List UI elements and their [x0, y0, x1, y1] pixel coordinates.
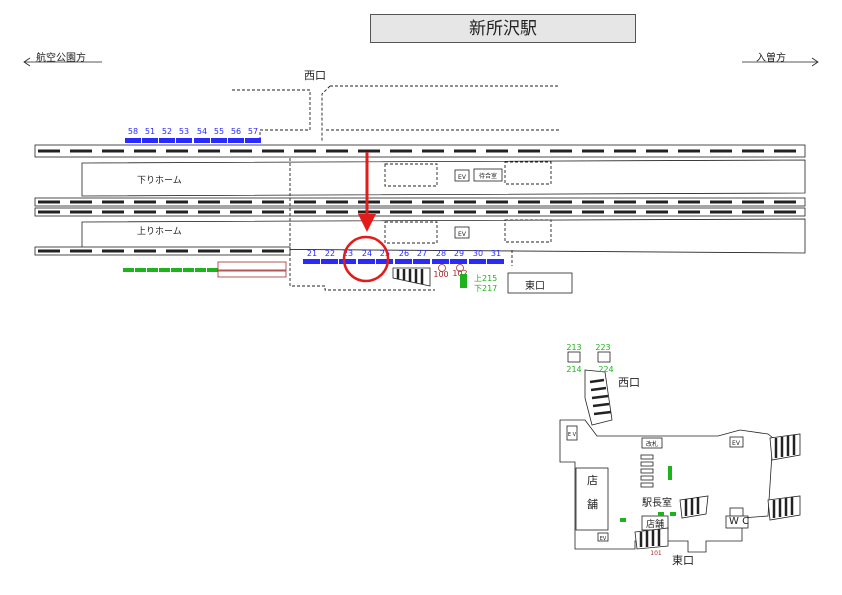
- concourse-west-exit-label: 西口: [618, 376, 640, 389]
- concourse-wc-label: W C: [729, 516, 750, 527]
- rails: [34, 144, 806, 256]
- concourse-stairs: [584, 369, 801, 550]
- waiting-room-label: 待合室: [479, 172, 497, 180]
- direction-left-label: 航空公園方: [36, 53, 86, 64]
- concourse-ev-right: EV: [732, 440, 741, 447]
- up-platform-label: 上りホーム: [137, 226, 182, 237]
- concourse-ev-bottom: EV: [600, 536, 607, 542]
- platform-stairs: [392, 267, 431, 287]
- concourse-exit-boxes: [567, 351, 611, 363]
- car-stop-27: 27: [417, 249, 427, 258]
- ev-up-label: EV: [458, 231, 467, 238]
- concourse-shop-label: 店舗: [646, 520, 665, 530]
- direction-right-label: 入曽方: [756, 53, 786, 64]
- car-stop-31: 31: [491, 249, 501, 258]
- car-stops-east: 21 22 23 24 25 26 27 28 29 30 31: [303, 249, 504, 264]
- concourse-ticket-area: 改札: [646, 440, 658, 448]
- car-stop-53: 53: [179, 127, 189, 136]
- west-exit-paths: [232, 85, 560, 142]
- concourse-101: 101: [650, 550, 662, 557]
- car-stop-22: 22: [325, 249, 335, 258]
- marker-down-217: 下217: [474, 284, 497, 293]
- down-platform-label: 下りホーム: [137, 175, 182, 186]
- concourse-plan: [559, 419, 774, 553]
- car-stop-51: 51: [145, 127, 155, 136]
- platform-facilities: [289, 158, 552, 291]
- brown-markers-platform: [217, 261, 287, 278]
- platform-markers: 100 102 上215 下217: [433, 264, 497, 293]
- car-stop-24: 24: [362, 249, 372, 258]
- exit-223: 223: [595, 343, 610, 352]
- car-stop-28: 28: [436, 249, 446, 258]
- car-stops-west: 58 51 52 53 54 55 56 57: [125, 127, 261, 143]
- car-stop-52: 52: [162, 127, 172, 136]
- concourse-green: [620, 466, 676, 522]
- car-stop-54: 54: [197, 127, 207, 136]
- direction-arrows: [23, 57, 819, 67]
- car-stop-21: 21: [307, 249, 317, 258]
- car-stop-26: 26: [399, 249, 409, 258]
- west-exit-label: 西口: [304, 69, 326, 82]
- marker-up-215: 上215: [474, 274, 497, 283]
- exit-214: 214: [566, 365, 581, 374]
- car-stop-29: 29: [454, 249, 464, 258]
- marker-100: 100: [433, 270, 448, 279]
- exit-213: 213: [566, 343, 581, 352]
- car-stop-57: 57: [248, 127, 258, 136]
- east-exit-label: 東口: [525, 281, 545, 292]
- car-stop-23: 23: [343, 249, 353, 258]
- concourse-ev-west: E V: [568, 432, 577, 438]
- car-stop-56: 56: [231, 127, 241, 136]
- car-stop-30: 30: [473, 249, 483, 258]
- station-title: 新所沢駅: [370, 14, 636, 43]
- marker-102: 102: [452, 269, 467, 278]
- ev-down-label: EV: [458, 174, 467, 181]
- concourse-east-exit-label: 東口: [672, 554, 694, 567]
- concourse-labels: 213 223 214 224 E V 改札 EV EV 101: [566, 343, 740, 557]
- concourse-shop-vertical-1: 店: [587, 474, 598, 487]
- concourse-stationmaster-label: 駅長室: [642, 498, 672, 509]
- facility-boxes: [454, 168, 573, 294]
- green-markers-platform: [123, 268, 218, 272]
- car-stop-25: 25: [380, 249, 390, 258]
- exit-224: 224: [598, 365, 613, 374]
- concourse-shop-vertical-2: 舗: [587, 498, 598, 511]
- car-stop-55: 55: [214, 127, 224, 136]
- position-highlight: [342, 152, 390, 283]
- car-stop-58: 58: [128, 127, 138, 136]
